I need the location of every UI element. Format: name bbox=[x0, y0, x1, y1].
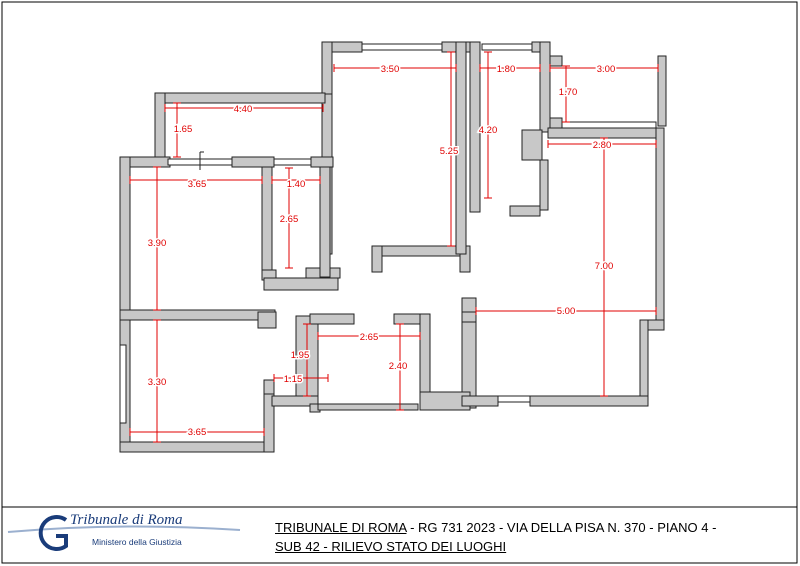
tribunale-logo-mark bbox=[7, 515, 241, 551]
walls bbox=[119, 41, 667, 453]
dim-label-265b: 2.65 bbox=[360, 332, 379, 343]
dim-label-140: 1.40 bbox=[287, 179, 306, 190]
dim-label-170: 1.70 bbox=[559, 87, 578, 98]
dim-label-700: 7.00 bbox=[595, 261, 614, 272]
dim-label-365b: 3.65 bbox=[188, 427, 207, 438]
dim-label-365a: 3.65 bbox=[188, 179, 207, 190]
dimension-ticks bbox=[129, 51, 659, 443]
drawing-caption: TRIBUNALE DI ROMA - RG 731 2023 - VIA DE… bbox=[275, 518, 790, 556]
dim-label-195: 1.95 bbox=[291, 350, 310, 361]
dim-label-500: 5.00 bbox=[557, 306, 576, 317]
dim-label-265a: 2.65 bbox=[280, 214, 299, 225]
dim-label-350: 3.50 bbox=[381, 64, 400, 75]
caption-reference: - RG 731 2023 - VIA DELLA PISA N. 370 - … bbox=[406, 520, 717, 535]
dim-label-300: 3.00 bbox=[597, 64, 616, 75]
dim-label-180: 1.80 bbox=[497, 64, 516, 75]
dimension-labels: 3.50 1.80 3.00 1.70 4.40 1.65 4.20 5.25 … bbox=[146, 63, 617, 440]
caption-line-2: SUB 42 - RILIEVO STATO DEI LUOGHI bbox=[275, 539, 507, 554]
logo-g-glyph bbox=[38, 515, 68, 551]
dim-label-115: 1.15 bbox=[284, 374, 303, 385]
logo-swoosh bbox=[7, 525, 241, 533]
dim-label-390: 3.90 bbox=[148, 238, 167, 249]
dim-label-280: 2.80 bbox=[593, 140, 612, 151]
caption-line-1: TRIBUNALE DI ROMA - RG 731 2023 - VIA DE… bbox=[275, 518, 790, 537]
dimension-lines bbox=[130, 52, 658, 442]
window-mullions bbox=[199, 151, 204, 170]
dim-label-440: 4.40 bbox=[234, 104, 253, 115]
dim-label-420: 4.20 bbox=[479, 125, 498, 136]
logo-subtitle: Ministero della Giustizia bbox=[92, 537, 182, 547]
logo-title: Tribunale di Roma bbox=[70, 512, 183, 528]
dim-label-240: 2.40 bbox=[389, 361, 408, 372]
dim-label-525: 5.25 bbox=[440, 146, 459, 157]
dim-label-165: 1.65 bbox=[174, 124, 193, 135]
dim-label-330: 3.30 bbox=[148, 377, 167, 388]
caption-court-name: TRIBUNALE DI ROMA bbox=[275, 520, 407, 535]
